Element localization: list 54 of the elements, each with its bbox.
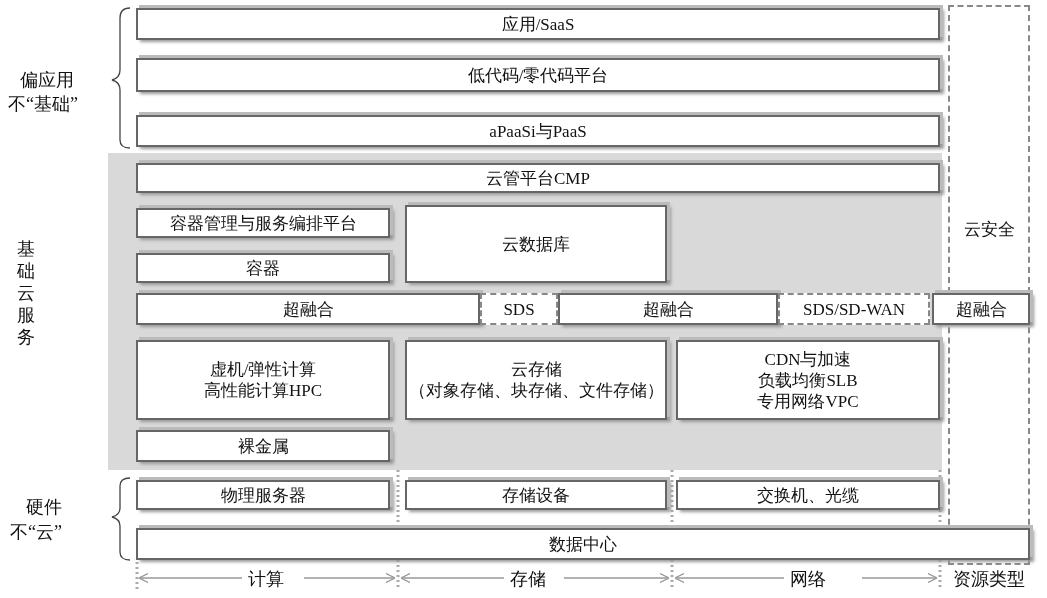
- layer-label: 存储设备: [502, 484, 570, 506]
- layer-label: aPaaSi与PaaS: [489, 120, 587, 142]
- layer-label: 高性能计算HPC: [203, 380, 323, 401]
- layer-label: 容器管理与服务编排平台: [169, 212, 357, 234]
- group-label: 偏应用: [20, 69, 74, 92]
- layer-label: 云管平台CMP: [486, 167, 590, 189]
- layer-label: 虚机/弹性计算: [209, 359, 317, 380]
- layer-label: 交换机、光缆: [757, 484, 859, 506]
- group-label: 不“基础”: [8, 93, 78, 116]
- band-heading: 基础云服务: [16, 238, 36, 348]
- layer-label: 数据中心: [549, 533, 617, 555]
- layer-box: [405, 480, 667, 510]
- layer-box: [136, 208, 390, 238]
- axis-label: 存储: [510, 568, 546, 591]
- axis-title: 资源类型: [953, 568, 1025, 591]
- layer-label: 负载均衡SLB: [758, 369, 858, 391]
- layer-box: [136, 58, 940, 92]
- layer-label: 裸金属: [237, 435, 289, 457]
- layer-box: [676, 340, 940, 420]
- layer-box: [136, 115, 940, 147]
- segment-box: [136, 293, 480, 325]
- segment-box: [480, 293, 558, 325]
- layer-label: 超融合: [955, 298, 1007, 320]
- layer-box: [676, 480, 940, 510]
- segment-box: [778, 293, 930, 325]
- segment-box: [932, 293, 1030, 325]
- layer-box: [136, 480, 390, 510]
- layer-label: SDS/SD-WAN: [803, 298, 905, 320]
- layer-label: 云存储: [510, 359, 562, 380]
- segment-box: [558, 293, 778, 325]
- layer-box: [136, 528, 1030, 560]
- layer-label: 物理服务器: [220, 484, 306, 506]
- layer-box: [405, 205, 667, 283]
- layer-label: CDN与加速: [764, 348, 852, 370]
- layer-label: 低代码/零代码平台: [467, 64, 609, 86]
- layer-label: 云安全: [962, 219, 1016, 240]
- layer-label: 容器: [246, 257, 280, 279]
- layer-label: 超融合: [282, 298, 334, 320]
- layer-box: [136, 163, 940, 193]
- layer-label: 云数据库: [502, 233, 570, 255]
- layer-box: [136, 253, 390, 283]
- layer-box: [136, 8, 940, 40]
- axis-label: 计算: [248, 568, 284, 591]
- layer-label: 超融合: [642, 298, 694, 320]
- layer-box: [405, 340, 667, 420]
- layer-label: （对象存储、块存储、文件存储）: [408, 380, 664, 401]
- group-label: 不“云”: [10, 521, 62, 544]
- layer-label: SDS: [503, 298, 535, 320]
- layer-box: [136, 430, 390, 462]
- layer-box: [136, 340, 390, 420]
- layer-label: 应用/SaaS: [501, 13, 575, 35]
- layer-label: 专用网络VPC: [757, 390, 859, 412]
- axis-label: 网络: [790, 568, 826, 591]
- group-label: 硬件: [26, 496, 62, 519]
